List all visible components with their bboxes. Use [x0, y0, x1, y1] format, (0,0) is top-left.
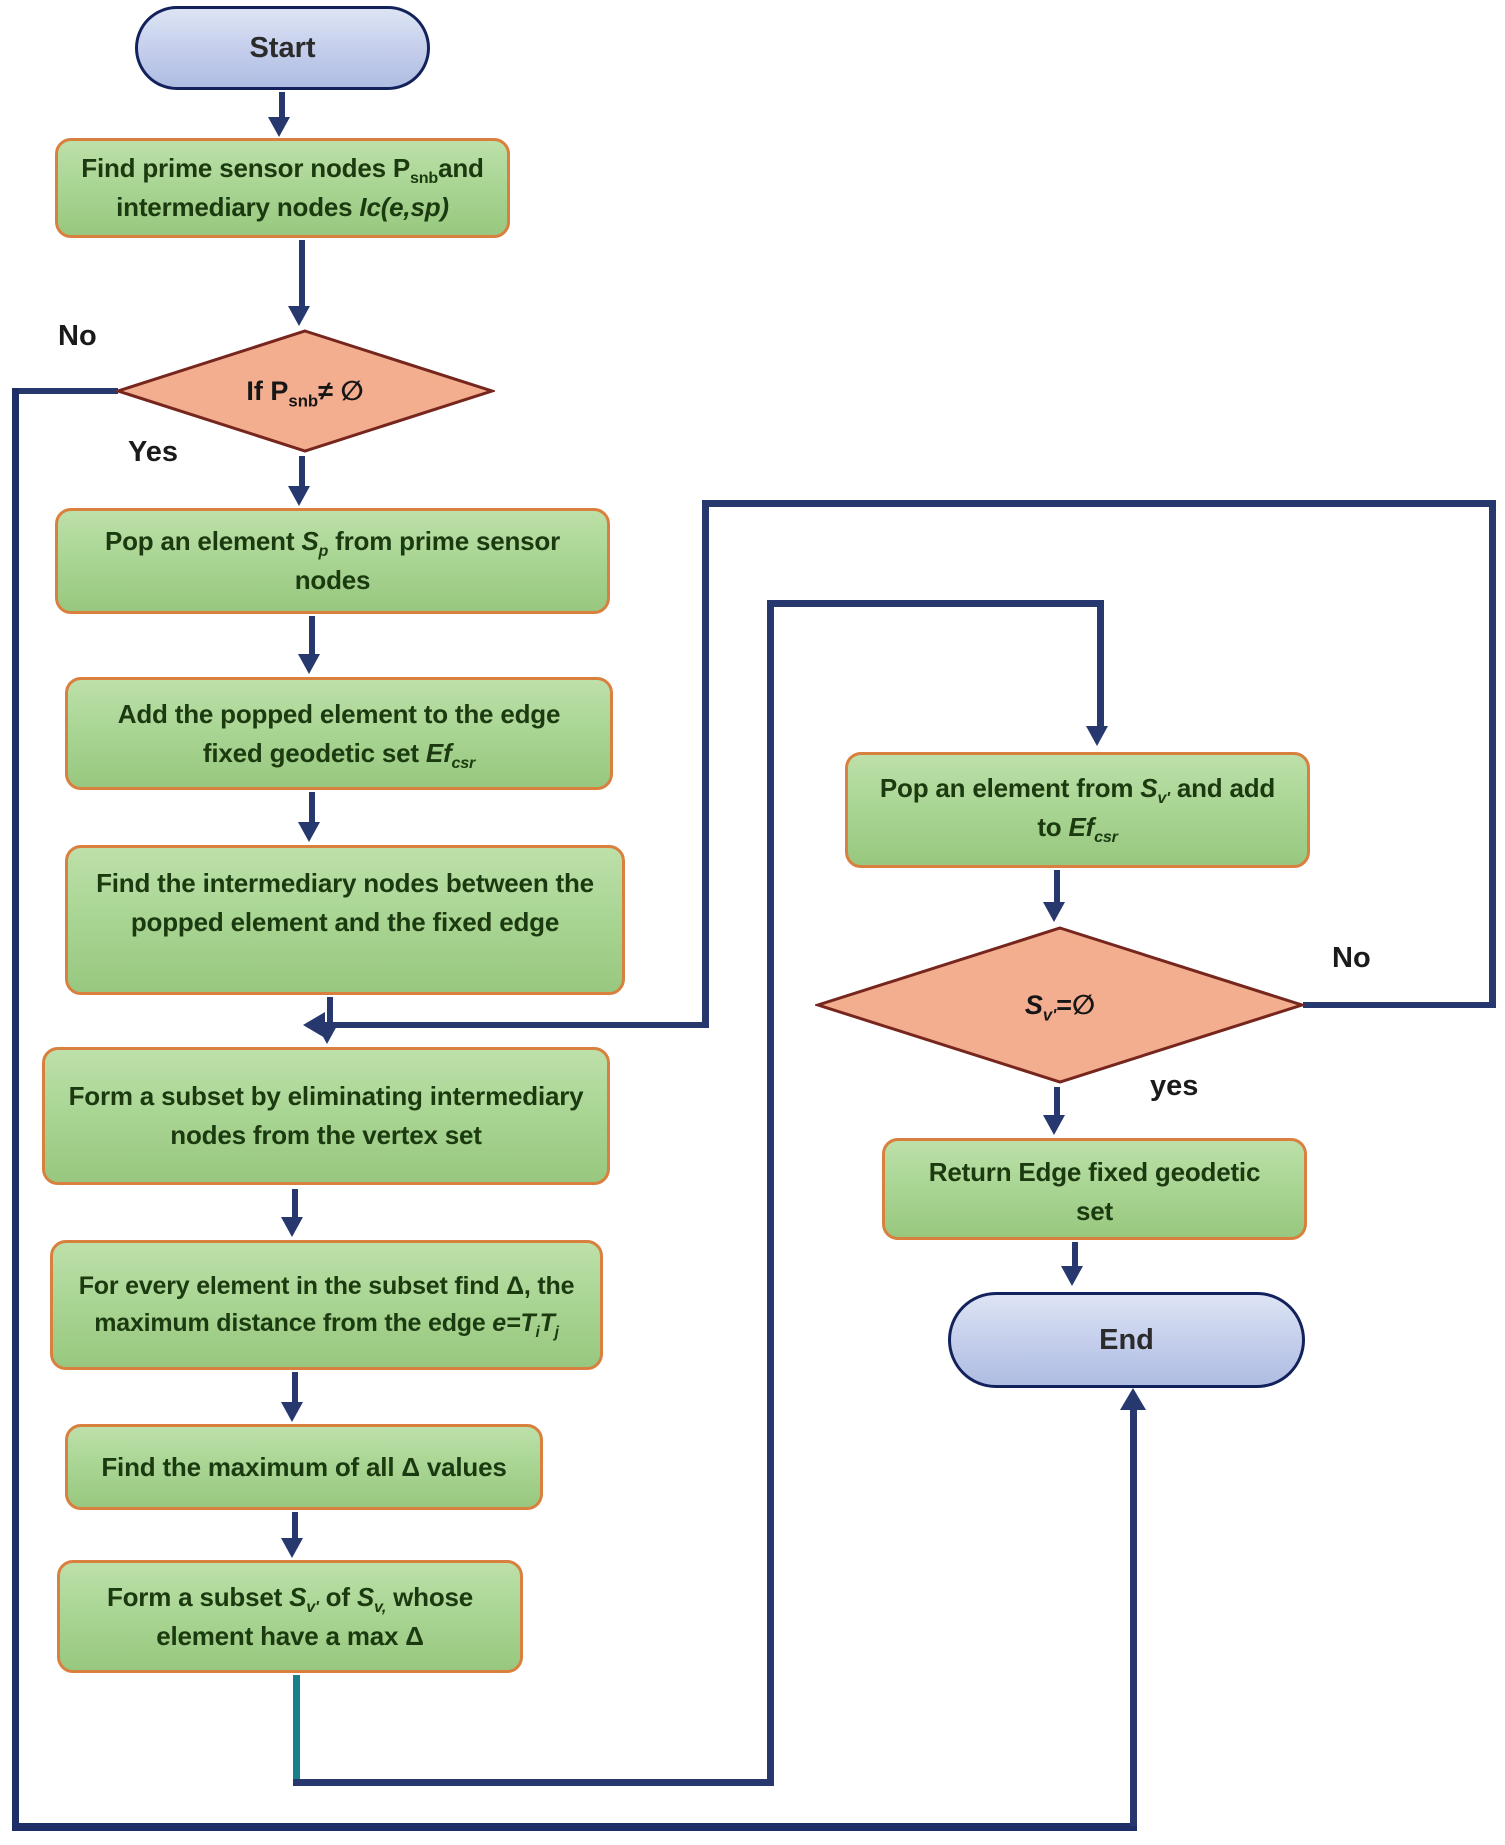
process-label: Add the popped element to the edge fixed…	[117, 698, 561, 772]
connector-addpopped-findintermediary	[309, 792, 315, 824]
diamond-shape-icon	[115, 329, 495, 453]
connector-decision1-popprime	[299, 456, 305, 488]
edge-formsv-popsv-top-horizontal	[767, 600, 1104, 607]
process-find-intermediary-nodes: Find the intermediary nodes between the …	[65, 845, 625, 995]
connector-finddelta-findmax	[292, 1372, 298, 1404]
edge-decision2-no-top-horizontal	[702, 500, 1496, 507]
edge-decision1-no-left-vertical	[12, 388, 19, 1831]
connector-findintermediary-formsubset	[327, 997, 333, 1025]
edge-label-no-1: No	[58, 320, 97, 352]
arrowhead-down-icon	[288, 486, 310, 506]
edge-decision1-no-horizontal	[15, 388, 118, 394]
edge-formsv-popsv-teal-vertical	[293, 1675, 300, 1783]
arrowhead-down-icon	[281, 1538, 303, 1558]
edge-formsv-popsv-drop-vertical	[1097, 600, 1104, 728]
edge-decision2-no-right-vertical	[1489, 502, 1496, 1008]
process-form-subset-eliminating: Form a subset by eliminating intermediar…	[42, 1047, 610, 1185]
process-label: Find the maximum of all Δ values	[101, 1451, 507, 1482]
arrowhead-down-icon	[1043, 1115, 1065, 1135]
edge-formsv-popsv-up-vertical	[767, 600, 774, 1786]
process-pop-prime-element: Pop an element Sp from prime sensor node…	[55, 508, 610, 614]
arrowhead-down-icon	[1043, 902, 1065, 922]
process-find-max-delta: Find the maximum of all Δ values	[65, 1424, 543, 1510]
process-form-subset-sv: Form a subset Sv' of Sv, whose element h…	[57, 1560, 523, 1673]
terminal-start: Start	[135, 6, 430, 90]
decision-prime-set-not-empty: If Psnb≠ ∅	[115, 328, 495, 454]
process-label: Form a subset by eliminating intermediar…	[68, 1081, 584, 1150]
process-label: Find the intermediary nodes between the …	[96, 868, 594, 937]
process-label: For every element in the subset find Δ, …	[78, 1271, 575, 1341]
edge-label-no-2: No	[1332, 942, 1371, 974]
arrowhead-left-icon	[303, 1012, 325, 1038]
edge-decision2-no-horizontal	[1303, 1002, 1495, 1008]
process-label: Pop an element from Sv' and add to Efcsr	[879, 773, 1276, 847]
arrowhead-down-icon	[1061, 1266, 1083, 1286]
arrowhead-down-icon	[268, 117, 290, 137]
connector-popprime-addpopped	[309, 616, 315, 656]
edge-bottom-horizontal	[12, 1823, 1137, 1831]
process-label: Find prime sensor nodes Psnband intermed…	[81, 153, 484, 222]
process-label: Return Edge fixed geodetic set	[928, 1157, 1261, 1226]
terminal-end: End	[948, 1292, 1305, 1388]
process-find-prime-nodes: Find prime sensor nodes Psnband intermed…	[55, 138, 510, 238]
connector-start-findprime	[279, 92, 285, 120]
arrowhead-down-icon	[281, 1402, 303, 1422]
edge-decision2-no-mid-vertical	[702, 500, 709, 1028]
edge-label-yes-2: yes	[1150, 1070, 1199, 1102]
arrowhead-up-icon	[1120, 1388, 1146, 1410]
edge-formsv-popsv-bottom-horizontal	[293, 1779, 774, 1786]
arrowhead-down-icon	[298, 822, 320, 842]
arrowhead-down-icon	[281, 1217, 303, 1237]
arrowhead-down-icon	[1086, 726, 1108, 746]
process-return-geodetic-set: Return Edge fixed geodetic set	[882, 1138, 1307, 1240]
edge-decision2-no-merge-horizontal	[325, 1022, 707, 1028]
connector-decision2-return	[1054, 1087, 1060, 1117]
process-add-popped-element: Add the popped element to the edge fixed…	[65, 677, 613, 790]
edge-bottom-up-vertical	[1130, 1408, 1137, 1826]
process-pop-sv-element: Pop an element from Sv' and add to Efcsr	[845, 752, 1310, 868]
process-find-delta-distances: For every element in the subset find Δ, …	[50, 1240, 603, 1370]
connector-popsv-decision2	[1054, 870, 1060, 904]
edge-label-yes-1: Yes	[128, 436, 178, 468]
decision-sv-empty: Sv'=∅	[815, 925, 1305, 1085]
diamond-shape-icon	[815, 926, 1305, 1084]
connector-return-end	[1072, 1242, 1078, 1270]
start-label: Start	[249, 31, 316, 64]
process-label: Form a subset Sv' of Sv, whose element h…	[106, 1581, 474, 1651]
arrowhead-down-icon	[298, 654, 320, 674]
decision-label: If Psnb≠ ∅	[246, 375, 364, 410]
connector-formsubset-finddelta	[292, 1189, 298, 1219]
connector-findprime-decision1	[299, 240, 305, 308]
process-label: Pop an element Sp from prime sensor node…	[104, 526, 561, 595]
end-label: End	[1099, 1323, 1154, 1356]
connector-findmax-formsv	[292, 1512, 298, 1540]
arrowhead-down-icon	[288, 306, 310, 326]
decision-label: Sv'=∅	[1024, 989, 1096, 1024]
